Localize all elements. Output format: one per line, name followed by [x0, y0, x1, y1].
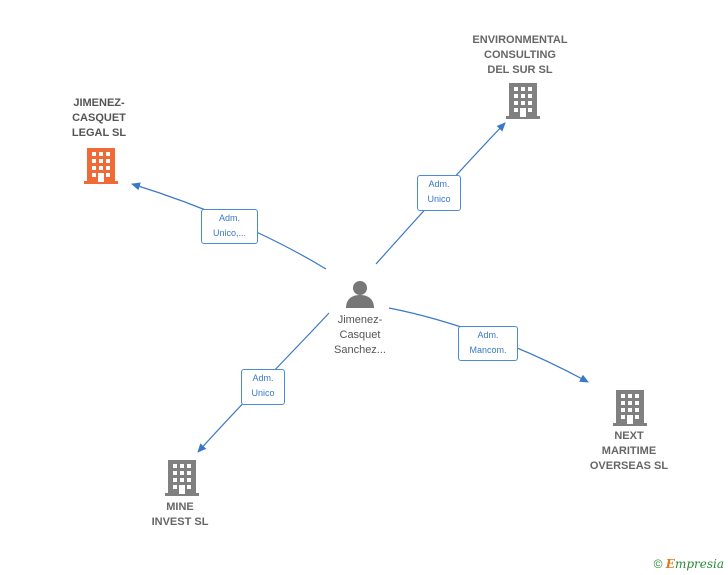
building-icon[interactable]	[165, 460, 199, 496]
brand-logo: Empresia	[665, 557, 724, 571]
node-label-next-maritime[interactable]: NEXT MARITIME OVERSEAS SL	[589, 430, 669, 472]
edge-label-to-legal[interactable]: Adm. Unico,...	[201, 209, 258, 244]
person-icon[interactable]	[344, 278, 376, 310]
empresia-watermark: © Empresia	[654, 557, 724, 571]
node-label-mine-invest[interactable]: MINE INVEST SL	[151, 501, 209, 528]
copyright-symbol: ©	[653, 557, 663, 571]
node-label-jimenez-casquet-legal[interactable]: JIMENEZ- CASQUET LEGAL SL	[71, 97, 127, 139]
edge-label-to-mine[interactable]: Adm. Unico	[241, 369, 285, 405]
building-icon[interactable]	[506, 83, 540, 119]
edge-label-to-environmental[interactable]: Adm. Unico	[417, 175, 461, 211]
building-icon[interactable]	[613, 390, 647, 426]
node-label-environmental-consulting[interactable]: ENVIRONMENTAL CONSULTING DEL SUR SL	[472, 34, 568, 76]
node-label-person[interactable]: Jimenez- Casquet Sanchez...	[334, 314, 386, 356]
edge-label-to-maritime[interactable]: Adm. Mancom.	[458, 326, 518, 361]
building-icon-main[interactable]	[84, 148, 118, 184]
